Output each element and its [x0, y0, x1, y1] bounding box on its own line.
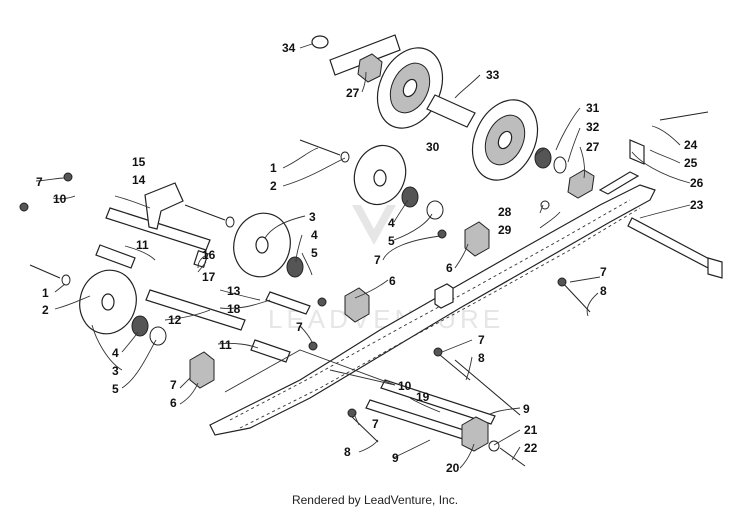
- callout-17: 17: [202, 270, 216, 284]
- callout-21: 21: [524, 423, 538, 437]
- left-wheel-set: [79, 144, 444, 346]
- callout-3: 3: [309, 210, 316, 224]
- callout-7: 7: [374, 253, 381, 267]
- callout-8: 8: [478, 351, 485, 365]
- callout-7: 7: [170, 378, 177, 392]
- callout-7: 7: [36, 175, 43, 189]
- callout-14: 14: [132, 173, 146, 187]
- callout-11: 11: [219, 338, 232, 352]
- callout-27: 27: [586, 140, 600, 154]
- callout-8: 8: [600, 284, 607, 298]
- callout-1: 1: [42, 286, 49, 300]
- callout-20: 20: [446, 461, 460, 475]
- callout-7: 7: [600, 265, 607, 279]
- callout-7: 7: [296, 320, 303, 334]
- callout-labels: 1 2 3 4 5 7 4 5 6 7 6 1 2 4 3 5 7 6 7 10…: [36, 41, 704, 475]
- upper-idler-wheel-assembly: [311, 34, 595, 210]
- callout-28: 28: [498, 205, 512, 219]
- callout-16: 16: [202, 248, 216, 262]
- callout-10: 10: [398, 379, 412, 393]
- callout-9: 9: [392, 451, 399, 465]
- callout-12: 12: [168, 313, 182, 327]
- callout-4: 4: [388, 216, 395, 230]
- callout-19: 19: [416, 390, 430, 404]
- callout-1: 1: [270, 161, 277, 175]
- callout-4: 4: [112, 346, 119, 360]
- rear-axle-shaft: [627, 111, 723, 279]
- callout-33: 33: [486, 68, 500, 82]
- callout-30: 30: [426, 140, 440, 154]
- callout-34: 34: [282, 41, 296, 55]
- callout-22: 22: [524, 441, 538, 455]
- callout-7: 7: [372, 417, 379, 431]
- callout-26: 26: [690, 176, 704, 190]
- callout-18: 18: [227, 302, 241, 316]
- callout-2: 2: [270, 179, 277, 193]
- callout-4: 4: [311, 228, 318, 242]
- slide-rail: [209, 171, 656, 436]
- callout-5: 5: [311, 246, 318, 260]
- callout-6: 6: [446, 261, 453, 275]
- callout-9: 9: [523, 402, 530, 416]
- mount-brackets: [189, 221, 490, 452]
- callout-6: 6: [170, 396, 177, 410]
- footer-credit: Rendered by LeadVenture, Inc.: [291, 493, 459, 507]
- callout-23: 23: [690, 198, 704, 212]
- callout-27: 27: [346, 86, 360, 100]
- callout-2: 2: [42, 303, 49, 317]
- callout-8: 8: [344, 445, 351, 459]
- callout-32: 32: [586, 120, 600, 134]
- callout-11: 11: [136, 238, 149, 252]
- callout-13: 13: [227, 284, 241, 298]
- callout-7: 7: [478, 333, 485, 347]
- callout-24: 24: [684, 138, 698, 152]
- callout-5: 5: [388, 234, 395, 248]
- fasteners: [19, 139, 591, 467]
- callout-5: 5: [112, 382, 119, 396]
- callout-25: 25: [684, 156, 698, 170]
- callout-29: 29: [498, 223, 512, 237]
- callout-3: 3: [112, 364, 119, 378]
- callout-15: 15: [132, 155, 146, 169]
- watermark: LEADVENTURE: [268, 205, 500, 334]
- callout-6: 6: [389, 274, 396, 288]
- callout-31: 31: [586, 101, 600, 115]
- leader-lines: [35, 43, 691, 469]
- cross-shafts: [95, 182, 496, 441]
- callout-10: 10: [53, 192, 67, 206]
